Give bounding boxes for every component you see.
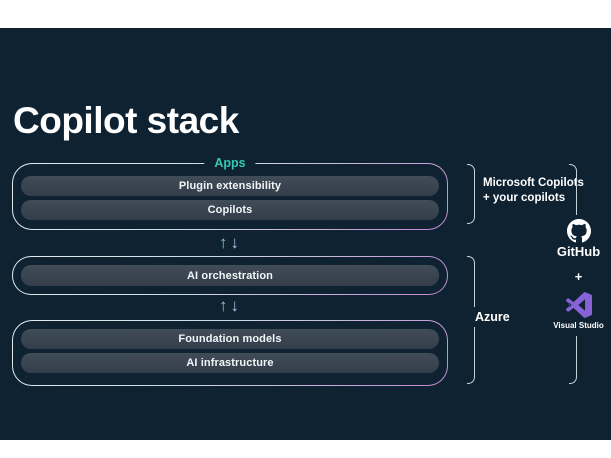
pill-ai-infrastructure: AI infrastructure — [21, 353, 439, 373]
pill-plugin-extensibility: Plugin extensibility — [21, 176, 439, 196]
up-arrow-icon: ↑ — [219, 232, 228, 252]
flow-arrows-top: ↑ ↓ — [12, 231, 446, 253]
visual-studio-label: Visual Studio — [553, 321, 604, 330]
up-arrow-icon: ↑ — [219, 295, 228, 315]
pill-foundation-models: Foundation models — [21, 329, 439, 349]
github-icon — [566, 219, 591, 243]
pill-ai-orchestration: AI orchestration — [21, 265, 439, 286]
pill-copilots: Copilots — [21, 200, 439, 220]
group-foundation: Foundation models AI infrastructure — [12, 320, 448, 386]
plus-sign: + — [574, 269, 583, 284]
microsoft-copilots-label-line2: + your copilots — [483, 192, 566, 204]
flow-arrows-bottom: ↑ ↓ — [12, 294, 446, 316]
down-arrow-icon: ↓ — [230, 295, 240, 315]
bracket-microsoft-copilots — [467, 164, 475, 224]
down-arrow-icon: ↓ — [230, 232, 240, 252]
microsoft-copilots-label-line1: Microsoft Copilots — [483, 177, 584, 189]
slide-title: Copilot stack — [13, 100, 239, 141]
group-ai-orchestration: AI orchestration — [12, 256, 448, 295]
slide-background: Copilot stack Apps Plugin extensibility … — [0, 28, 611, 440]
azure-label: Azure — [468, 307, 517, 327]
tools-column: GitHub + Visual Studio — [550, 215, 607, 336]
group-apps-label: Apps — [204, 155, 256, 172]
visual-studio-icon — [565, 292, 592, 318]
github-label: GitHub — [556, 244, 601, 259]
group-apps: Apps Plugin extensibility Copilots — [12, 155, 448, 230]
microsoft-copilots-label: Microsoft Copilots + your copilots — [483, 176, 584, 206]
